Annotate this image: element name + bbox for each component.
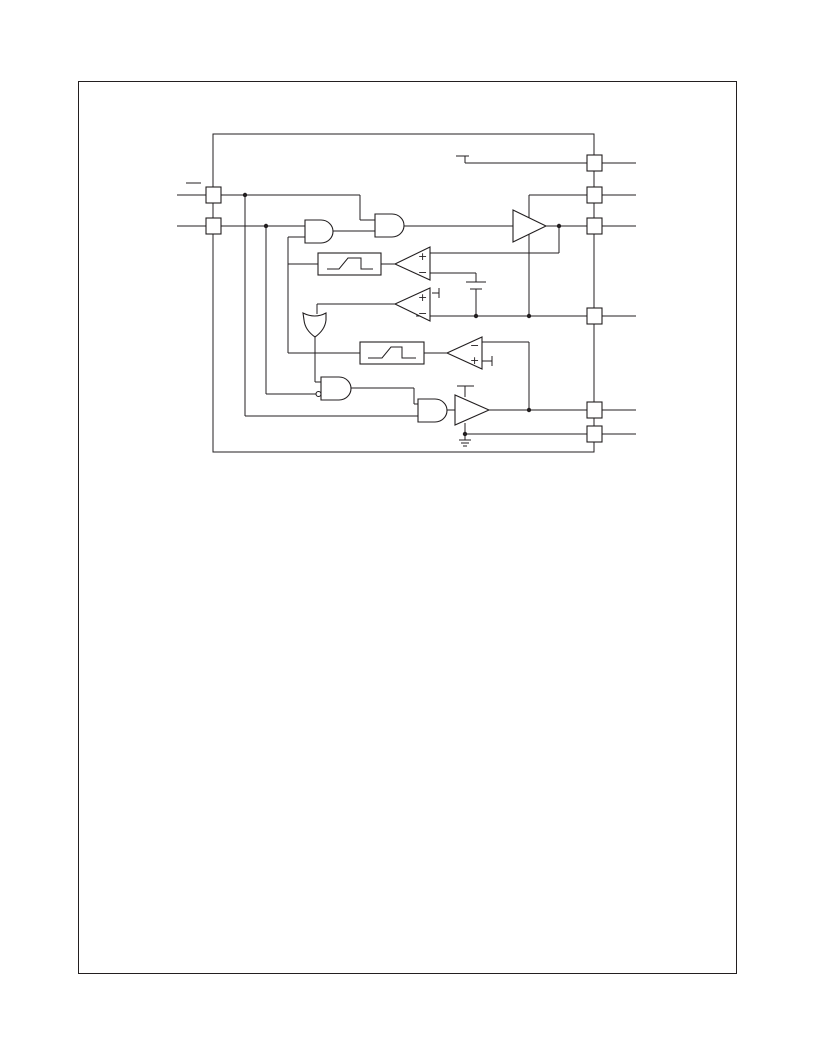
ground-symbol: [459, 439, 471, 447]
output-driver: [512, 209, 548, 243]
comparator-1: + −: [393, 246, 431, 281]
wires: [177, 155, 636, 440]
ground-pin: [586, 425, 603, 443]
inverter-bubble: [315, 390, 322, 398]
delay-block-2: [359, 341, 425, 365]
or-gate: [302, 312, 327, 338]
comparator-2: + −: [393, 287, 431, 322]
and-gate-lower: [320, 376, 352, 401]
input-pin: [205, 217, 222, 235]
delay-block-1: [317, 252, 382, 276]
sense-pin: [586, 307, 603, 325]
junctions: [242, 192, 562, 437]
and-gate-bottom: [417, 398, 448, 423]
lower-driver: [454, 394, 491, 426]
comparator-1-minus: −: [418, 266, 427, 279]
comparator-3: − +: [445, 336, 483, 370]
comparator-2-plus: +: [418, 291, 427, 304]
comparator-3-plus: +: [470, 354, 479, 367]
and-gate-output: [374, 213, 405, 238]
second-right-pin: [586, 186, 603, 204]
comparator-3-minus: −: [470, 339, 479, 352]
and-gate-input: [304, 219, 334, 244]
enable-pin: [205, 186, 222, 204]
output-pin: [586, 217, 603, 235]
lower-driver-pin: [586, 401, 603, 419]
top-right-pin: [586, 154, 603, 172]
comparator-2-minus: −: [418, 307, 427, 320]
ic-outline: [212, 133, 595, 453]
comparator-1-plus: +: [418, 250, 427, 263]
page-frame: [78, 81, 737, 974]
